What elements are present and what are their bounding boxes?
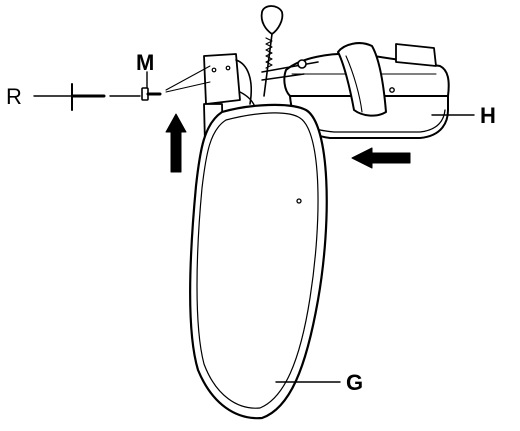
- left-arrow: [351, 147, 411, 169]
- lever-stem: [263, 33, 273, 97]
- seat-cushion-pin: [296, 198, 302, 204]
- label-m: M: [136, 50, 154, 75]
- lever-grip: [260, 5, 284, 35]
- head-unit-rod-upper: [261, 61, 319, 73]
- bracket-hole: [211, 67, 217, 73]
- head-unit-strap-fold: [345, 55, 363, 113]
- lever-spring: [265, 37, 273, 69]
- lever: [260, 5, 284, 97]
- seat-cushion: [189, 103, 328, 420]
- head-unit-pivot: [389, 87, 395, 93]
- bracket-hole: [225, 65, 231, 71]
- head-unit-strap: [337, 42, 387, 117]
- head-unit-rod-lower: [261, 73, 305, 81]
- seat-cushion-inner: [196, 112, 319, 409]
- screw-m: [141, 71, 162, 101]
- label-h: H: [480, 103, 496, 128]
- alignment-line: [165, 65, 211, 91]
- bracket-arm: [235, 59, 252, 105]
- seat-cushion-outer: [189, 103, 328, 420]
- alignment-line: [165, 81, 211, 93]
- bracket-plate: [203, 53, 241, 105]
- label-r: R: [6, 84, 22, 109]
- up-arrow: [165, 113, 187, 173]
- head-unit-rear-block: [395, 43, 437, 67]
- bolt-r: [33, 83, 141, 111]
- head-unit-rod-knob: [297, 59, 307, 69]
- head-unit: [261, 42, 450, 139]
- label-g: G: [346, 370, 363, 395]
